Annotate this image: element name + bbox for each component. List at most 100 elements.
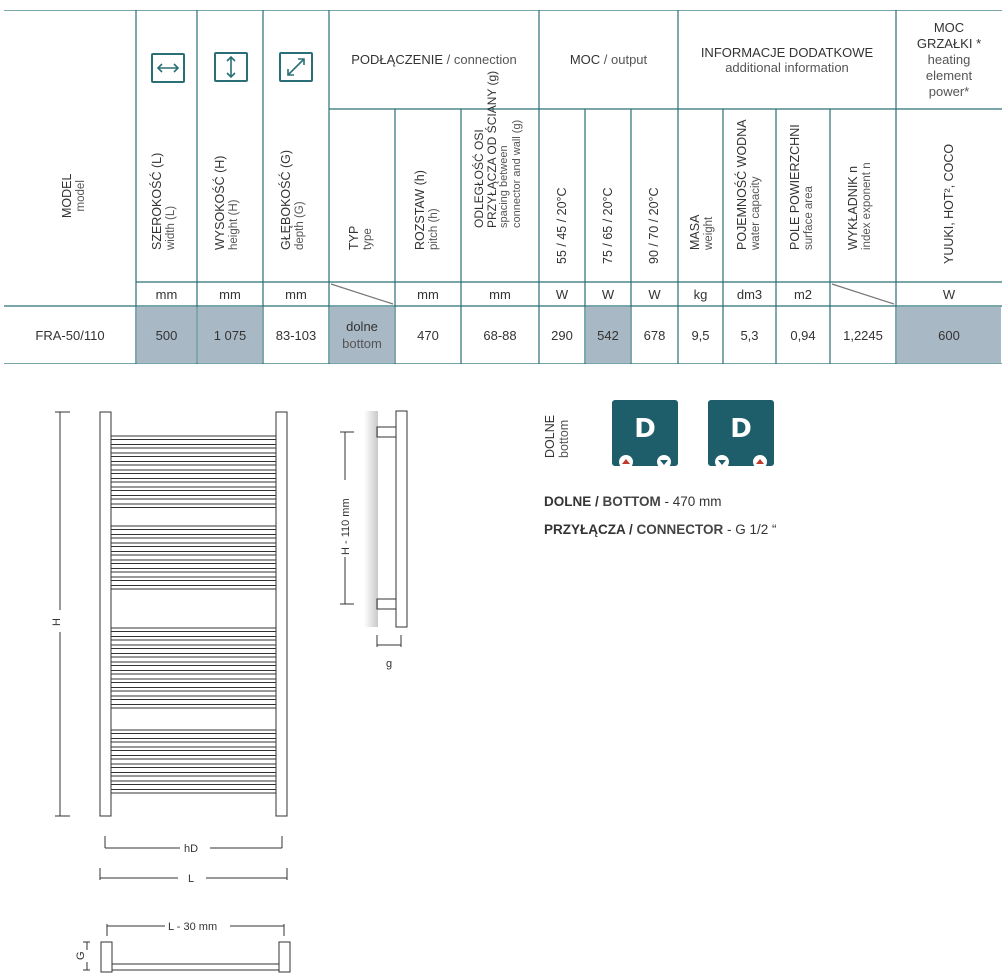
heater-header: YUUKI, HOT², COCO	[942, 143, 956, 264]
height-icon-box	[214, 52, 248, 82]
unit-height: mm	[219, 286, 241, 302]
model-header-pl: MODEL	[60, 173, 74, 218]
value-heater: 600	[938, 327, 960, 343]
rail-rung	[110, 435, 277, 440]
rail-rung	[110, 661, 277, 666]
connection-group-pl: PODŁĄCZENIE	[351, 52, 444, 67]
info-group-en: additional information	[725, 59, 849, 75]
specifications-table: MODEL model SZEROKOŚĆ (L) width (L) WYSO…	[4, 10, 1002, 364]
connection-card-2: D	[708, 400, 774, 466]
rail-rung	[110, 704, 277, 709]
connection-card-2-letter: D	[730, 414, 752, 444]
rail-rung	[110, 627, 277, 632]
value-p90: 678	[643, 327, 666, 343]
value-exponent: 1,2245	[843, 327, 883, 343]
rail-rung	[110, 576, 277, 581]
value-height: 1 075	[213, 327, 247, 343]
surface-header-en: surface area	[803, 186, 815, 250]
rail-rung	[110, 551, 277, 556]
l-dim-label: L	[188, 873, 194, 885]
rail-rung	[110, 670, 277, 675]
rail-rung	[110, 568, 277, 573]
rail-rung	[110, 763, 277, 768]
spacing-header-en1: spacing between	[498, 145, 510, 228]
l30-dim-label: L - 30 mm	[168, 921, 217, 933]
connection-connector-line: PRZYŁĄCZA / CONNECTOR - G 1/2 “	[544, 522, 777, 537]
value-pitch: 470	[417, 327, 439, 343]
rail-rung	[110, 478, 277, 483]
surface-header-pl: POLE POWIERZCHNI	[788, 124, 802, 250]
unit-depth: mm	[285, 286, 307, 302]
unit-p90: W	[648, 286, 661, 302]
rail-rung	[110, 636, 277, 641]
unit-p55: W	[555, 286, 569, 302]
rail-rung	[110, 461, 277, 466]
connection-card-2-markers	[715, 455, 767, 466]
spacing-header-en2: connector and wall (g)	[510, 119, 523, 228]
heating-group-en1: heating	[927, 51, 971, 67]
width-icon-box	[151, 53, 185, 83]
connection-group-en: / connection	[443, 52, 517, 67]
connection-card-1: D	[612, 400, 678, 466]
connection-vertical-pl: DOLNE	[543, 414, 557, 458]
diagonal-arrows-icon	[279, 52, 313, 82]
type-header-en: type	[362, 228, 374, 250]
rail-rung	[110, 687, 277, 692]
rail-rung	[110, 772, 277, 777]
side-view-drawing: H - 110 mm g	[340, 410, 408, 670]
p75-header: 75 / 65 / 20°C	[601, 187, 615, 264]
model-header-en: model	[75, 180, 87, 212]
unit-width: mm	[155, 286, 178, 302]
pitch-header-en: pitch (h)	[428, 208, 440, 250]
rail-rung	[110, 678, 277, 683]
output-group-pl: MOC	[569, 52, 601, 67]
connection-bottom-pl: DOLNE /	[544, 494, 603, 509]
rail-rung	[110, 695, 277, 700]
rail-rung	[110, 534, 277, 539]
depth-icon-box	[279, 52, 313, 82]
rail-rung	[110, 486, 277, 491]
p90-header: 90 / 70 / 20°C	[647, 187, 661, 264]
connection-connector-value: - G 1/2 “	[723, 522, 777, 537]
g-dim-label: g	[386, 658, 392, 670]
water-header-en: water capacity	[750, 176, 762, 250]
unit-water: dm3	[736, 286, 763, 302]
unit-pitch: mm	[417, 286, 439, 302]
rail-rung	[110, 585, 277, 590]
highlight-width	[137, 307, 196, 363]
rail-rung	[110, 729, 277, 734]
connection-vertical-en: bottom	[557, 419, 571, 458]
value-type: dolne bottom	[329, 306, 395, 364]
output-group-header: MOC / output	[539, 10, 678, 109]
rail-rung	[110, 542, 277, 547]
rail-rung	[110, 644, 277, 649]
height-dim-label: H	[51, 618, 63, 626]
rail-rung	[110, 495, 277, 500]
table-grid	[4, 10, 1002, 364]
connection-bottom-en: BOTTOM	[602, 494, 661, 509]
rail-rung	[110, 525, 277, 530]
unit-p75: W	[601, 286, 615, 302]
unit-surface: m2	[793, 286, 813, 302]
spacing-header-pl1: ODLEGŁOŚĆ OSI	[472, 129, 486, 228]
rail-rung	[110, 559, 277, 564]
unit-spacing: mm	[489, 286, 511, 302]
output-group-en: / output	[600, 52, 648, 67]
unit-mass: kg	[693, 286, 708, 302]
value-width: 500	[155, 327, 178, 343]
connection-group-header: PODŁĄCZENIE / connection	[329, 10, 539, 109]
highlight-height	[198, 307, 262, 363]
connection-connector-en: CONNECTOR	[636, 522, 724, 537]
value-surface: 0,94	[790, 327, 816, 343]
connection-bottom-value: - 470 mm	[660, 494, 722, 509]
connection-card-1-letter: D	[634, 414, 656, 444]
height-header-pl: WYSOKOŚĆ (H)	[213, 155, 227, 250]
width-header-en: width (L)	[165, 205, 177, 250]
rail-rung	[110, 789, 277, 794]
value-p75: 542	[597, 327, 619, 343]
value-water: 5,3	[740, 327, 759, 343]
model-header: MODEL model	[4, 10, 136, 306]
heating-group-header: MOC GRZAŁKI * heating element power*	[896, 10, 1002, 109]
top-view-drawing: L - 30 mm G	[75, 921, 291, 973]
value-p55: 290	[551, 327, 573, 343]
